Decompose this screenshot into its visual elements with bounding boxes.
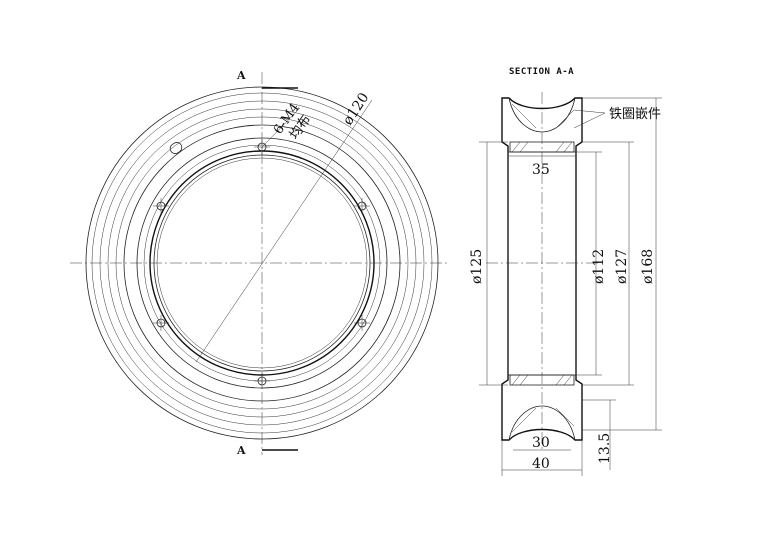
insert-leader-1 bbox=[573, 109, 606, 114]
dim-30: 30 bbox=[532, 435, 550, 451]
dim-13-5: 13.5 bbox=[597, 433, 613, 464]
hole-note-leader bbox=[261, 107, 301, 148]
dim-d168: ø168 bbox=[640, 249, 656, 284]
dim-40: 40 bbox=[532, 456, 550, 472]
lower-groove-inner bbox=[508, 405, 576, 441]
width-dimension-lines bbox=[501, 155, 583, 476]
front-view: A A 6-M4 均布 ø120 bbox=[70, 69, 450, 457]
section-view: SECTION A-A 铁圈嵌件 bbox=[469, 67, 662, 476]
dim-d127: ø127 bbox=[614, 249, 630, 284]
section-marker-top: A bbox=[236, 69, 246, 82]
m4-holes bbox=[153, 139, 370, 389]
diameter-leader bbox=[195, 99, 373, 363]
section-marker-bottom: A bbox=[236, 444, 246, 457]
section-title: SECTION A-A bbox=[509, 67, 574, 77]
hole-crosshairs bbox=[153, 139, 370, 389]
dim-d125: ø125 bbox=[469, 249, 485, 284]
diameter-dimension-lines bbox=[479, 97, 662, 431]
dim-d112: ø112 bbox=[591, 249, 607, 284]
dim-35: 35 bbox=[532, 162, 550, 178]
slot-feature bbox=[169, 142, 183, 154]
insert-leader-2 bbox=[573, 112, 606, 129]
insert-note: 铁圈嵌件 bbox=[609, 107, 661, 122]
